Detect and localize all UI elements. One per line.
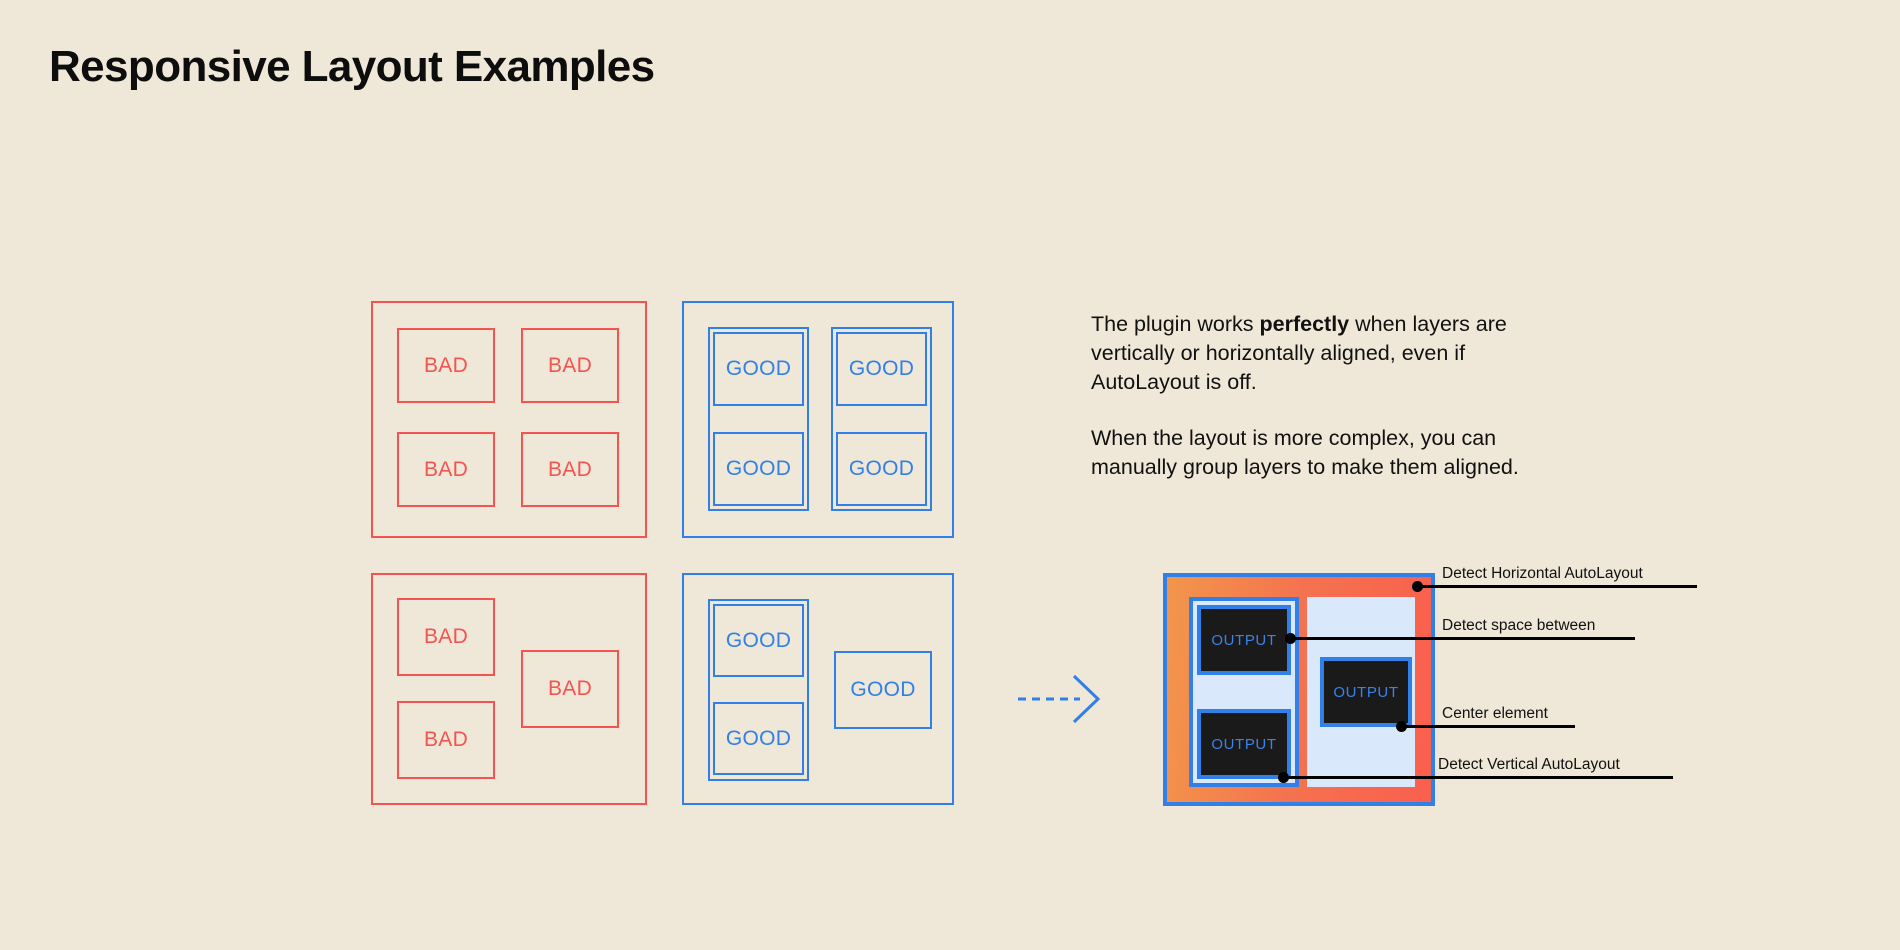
output-box: OUTPUT: [1320, 657, 1412, 727]
good-cell-label: GOOD: [725, 628, 792, 652]
paragraph-two: When the layout is more complex, you can…: [1091, 426, 1519, 479]
good-cell: GOOD: [713, 432, 804, 506]
annotation-underline: [1442, 637, 1635, 640]
good-group-frame: GOOD GOOD: [708, 599, 809, 781]
flow-arrow-icon: [1018, 672, 1108, 727]
good-cell: GOOD: [834, 651, 932, 729]
bad-cell: BAD: [521, 328, 619, 403]
bad-cell: BAD: [397, 598, 495, 676]
bad-cell: BAD: [397, 432, 495, 507]
good-cell: GOOD: [713, 702, 804, 775]
bad-cell-label: BAD: [423, 457, 469, 481]
output-box: OUTPUT: [1197, 709, 1291, 779]
bad-cell-label: BAD: [423, 728, 469, 751]
detected-layout-preview: OUTPUT OUTPUT OUTPUT: [1163, 573, 1435, 806]
page-title: Responsive Layout Examples: [49, 42, 655, 91]
annotation-label: Detect space between: [1442, 617, 1596, 634]
good-cell-label: GOOD: [725, 457, 792, 480]
bad-cell-label: BAD: [547, 677, 593, 700]
good-group-frame: GOOD GOOD: [708, 327, 809, 511]
good-grid-panel: GOOD GOOD GOOD GOOD: [682, 301, 954, 538]
annotation-underline: [1442, 585, 1697, 588]
output-label: OUTPUT: [1211, 735, 1277, 753]
good-complex-panel: GOOD GOOD GOOD: [682, 573, 954, 805]
good-cell-label: GOOD: [848, 357, 915, 380]
good-cell: GOOD: [836, 432, 927, 506]
bad-cell: BAD: [397, 328, 495, 403]
bad-cell-label: BAD: [547, 457, 593, 481]
bad-cell-label: BAD: [423, 625, 469, 648]
good-cell-label: GOOD: [850, 678, 916, 701]
good-cell: GOOD: [836, 332, 927, 406]
bad-cell: BAD: [521, 432, 619, 507]
annotation-label: Detect Vertical AutoLayout: [1438, 756, 1620, 773]
good-cell-label: GOOD: [848, 457, 915, 480]
vertical-group-frame: [1189, 597, 1299, 787]
annotation-label: Center element: [1442, 705, 1548, 722]
paragraph-one: The plugin works perfectly when layers a…: [1091, 310, 1561, 397]
bad-cell: BAD: [521, 650, 619, 728]
copy-emphasis: perfectly: [1259, 312, 1350, 336]
annotation-underline: [1442, 725, 1575, 728]
copy-text: The plugin works: [1091, 312, 1260, 336]
good-group-frame: GOOD GOOD: [831, 327, 932, 511]
bad-cell-label: BAD: [423, 353, 469, 377]
description-copy: The plugin works perfectly when layers a…: [1091, 310, 1561, 509]
annotation-underline: [1438, 776, 1673, 779]
bad-grid-panel: BAD BAD BAD BAD: [371, 301, 647, 538]
good-cell-label: GOOD: [725, 726, 792, 750]
good-cell-label: GOOD: [725, 357, 792, 380]
bad-cell-label: BAD: [547, 353, 593, 377]
bad-complex-panel: BAD BAD BAD: [371, 573, 647, 805]
good-cell: GOOD: [713, 332, 804, 406]
copy-text: when layers are vertically or horizontal…: [1091, 312, 1507, 394]
output-box: OUTPUT: [1197, 605, 1291, 675]
good-cell: GOOD: [713, 604, 804, 677]
output-label: OUTPUT: [1211, 631, 1277, 649]
annotation-label: Detect Horizontal AutoLayout: [1442, 565, 1643, 582]
bad-cell: BAD: [397, 701, 495, 779]
output-label: OUTPUT: [1333, 683, 1399, 701]
